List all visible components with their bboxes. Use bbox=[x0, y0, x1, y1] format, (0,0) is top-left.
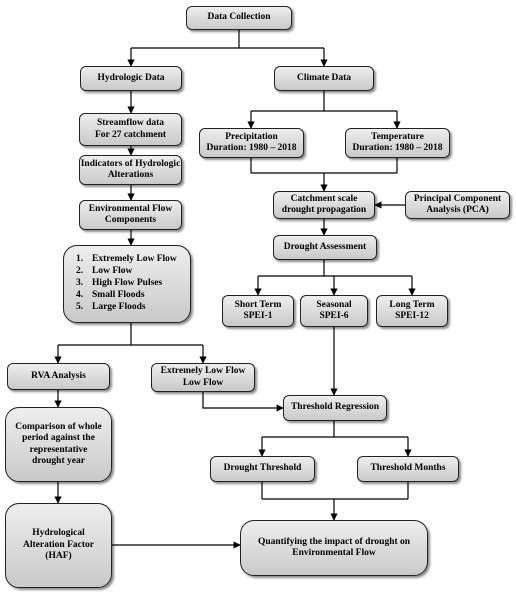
node-text: Threshold Regression bbox=[290, 402, 380, 413]
node-text: Streamflow data bbox=[96, 118, 165, 129]
node-threshold-months: Threshold Months bbox=[357, 456, 459, 482]
node-text: For 27 catchment bbox=[94, 129, 167, 140]
list-item: 4.Small Floods bbox=[76, 289, 145, 300]
node-precipitation: Precipitation Duration: 1980 – 2018 bbox=[199, 128, 304, 158]
node-text: Alterations bbox=[107, 170, 154, 180]
node-text: Duration: 1980 – 2018 bbox=[352, 143, 443, 153]
node-text: Comparison of whole bbox=[15, 421, 102, 432]
list-item: 3.High Flow Pulses bbox=[76, 278, 163, 289]
node-seasonal: Seasonal SPEI-6 bbox=[300, 295, 368, 327]
node-flow-components: 1.Extremely Low Flow 2.Low Flow 3.High F… bbox=[63, 245, 191, 323]
node-text: Extremely Low Flow bbox=[160, 366, 246, 377]
node-text: period against the bbox=[22, 433, 95, 444]
list-item: 5.Large Floods bbox=[76, 301, 146, 312]
node-text: RVA Analysis bbox=[31, 370, 86, 381]
node-streamflow: Streamflow data For 27 catchment bbox=[79, 113, 182, 146]
node-quantifying: Quantifying the impact of drought on Env… bbox=[240, 520, 428, 576]
node-threshold-regression: Threshold Regression bbox=[283, 395, 387, 421]
node-text: Environmental Flow bbox=[292, 548, 376, 558]
flow-component-list: 1.Extremely Low Flow 2.Low Flow 3.High F… bbox=[72, 254, 177, 313]
node-haf: Hydrological Alteration Factor (HAF) bbox=[5, 503, 112, 588]
list-item: 1.Extremely Low Flow bbox=[76, 254, 177, 265]
node-text: Indicators of Hydrologic bbox=[80, 158, 181, 169]
node-text: SPEI-12 bbox=[395, 311, 429, 321]
node-text: Components bbox=[104, 215, 157, 225]
node-text: Short Term bbox=[234, 299, 282, 310]
node-text: Long Term bbox=[389, 299, 435, 310]
node-text: SPEI-1 bbox=[243, 311, 273, 321]
node-text: Hydrologic Data bbox=[97, 72, 165, 83]
node-text: Climate Data bbox=[296, 72, 352, 83]
node-long-term: Long Term SPEI-12 bbox=[376, 295, 448, 327]
node-text: Alteration Factor bbox=[23, 539, 94, 550]
node-text: representative bbox=[29, 444, 88, 455]
node-text: Analysis (PCA) bbox=[426, 205, 489, 215]
node-text: Precipitation bbox=[225, 131, 278, 142]
node-text: Threshold Months bbox=[370, 463, 446, 474]
node-drought-threshold: Drought Threshold bbox=[210, 456, 315, 482]
node-text: drought propagation bbox=[281, 205, 367, 215]
node-short-term: Short Term SPEI-1 bbox=[222, 295, 294, 327]
node-text: (HAF) bbox=[45, 551, 72, 562]
node-climate-data: Climate Data bbox=[274, 66, 374, 91]
node-text: Seasonal bbox=[316, 299, 352, 310]
node-text: SPEI-6 bbox=[319, 311, 349, 321]
node-rva: RVA Analysis bbox=[7, 363, 110, 390]
node-text: Quantifying the impact of drought on bbox=[257, 536, 411, 547]
node-ext-low-flow: Extremely Low Flow Low Flow bbox=[151, 363, 255, 392]
node-efc: Environmental Flow Components bbox=[79, 200, 182, 230]
node-catchment-scale: Catchment scale drought propagation bbox=[273, 191, 375, 219]
node-text: Hydrological bbox=[32, 528, 85, 539]
node-comparison: Comparison of whole period against the r… bbox=[5, 407, 112, 482]
node-temperature: Temperature Duration: 1980 – 2018 bbox=[345, 128, 450, 158]
node-drought-assessment: Drought Assessment bbox=[273, 235, 377, 260]
list-item: 2.Low Flow bbox=[76, 266, 133, 277]
node-text: Temperature bbox=[371, 131, 424, 142]
node-text: Duration: 1980 – 2018 bbox=[206, 143, 297, 153]
node-data-collection: Data Collection bbox=[186, 6, 292, 30]
node-text: Drought Threshold bbox=[223, 463, 302, 474]
node-text: Low Flow bbox=[182, 377, 224, 388]
edge-extlow-thr bbox=[202, 392, 284, 412]
node-pca: Principal Component Analysis (PCA) bbox=[405, 191, 510, 219]
node-iha: Indicators of Hydrologic Alterations bbox=[79, 155, 182, 185]
node-text: Principal Component bbox=[413, 193, 502, 204]
node-text: Environmental Flow bbox=[88, 203, 173, 214]
node-text: drought year bbox=[32, 455, 85, 466]
node-text: Drought Assessment bbox=[283, 241, 367, 252]
node-text: Data Collection bbox=[207, 12, 271, 23]
node-text: Catchment scale bbox=[290, 193, 358, 204]
node-hydrologic-data: Hydrologic Data bbox=[80, 66, 182, 91]
